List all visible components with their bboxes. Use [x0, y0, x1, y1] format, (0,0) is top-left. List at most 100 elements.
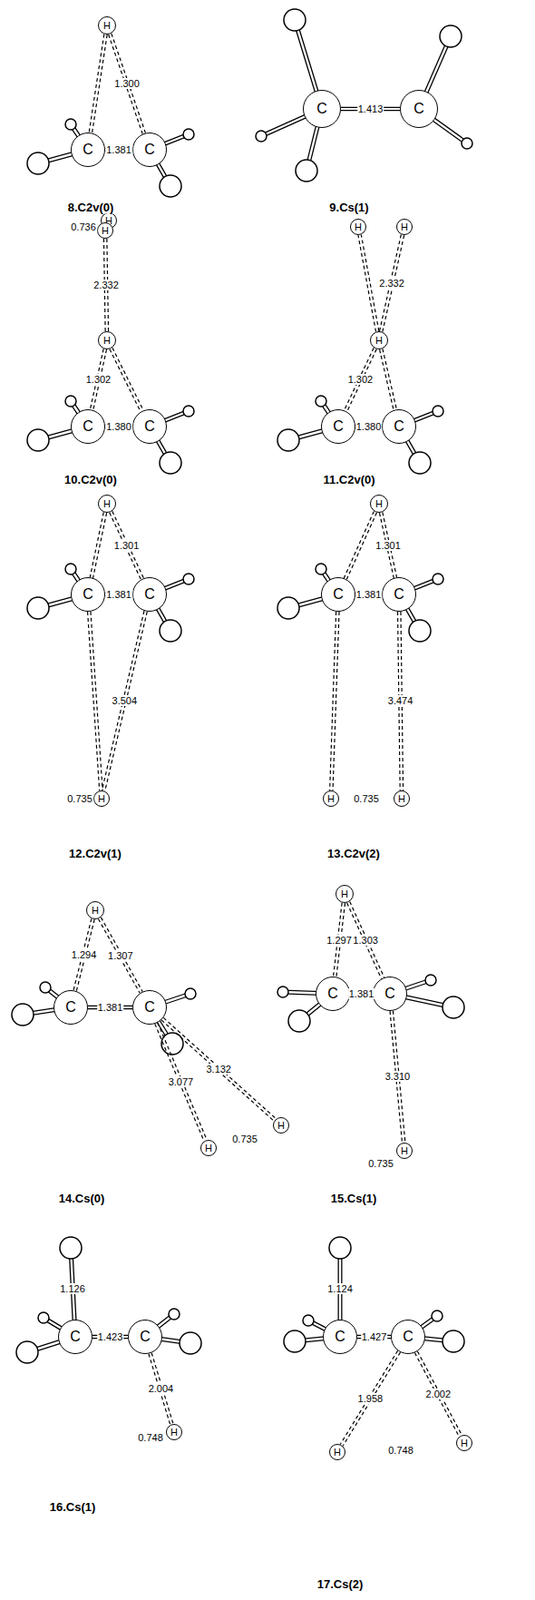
distance-label: 0.735: [352, 792, 380, 804]
bond-length: 1.958: [357, 1391, 385, 1403]
atom-symbol: H: [277, 1119, 285, 1130]
bond-line: [344, 347, 378, 411]
distance-label: 1.124: [326, 1282, 354, 1294]
bond-line: [358, 234, 380, 332]
atom-circle: H: [396, 1141, 413, 1158]
atom-symbol: C: [393, 586, 405, 602]
atom-symbol: H: [375, 335, 383, 346]
distance-label: 0.748: [387, 1443, 415, 1455]
atom-symbol: H: [340, 888, 349, 899]
structure-caption: 13.C2v(2): [326, 846, 381, 860]
bond-length: 2.002: [425, 1387, 453, 1399]
bond-length: 1.302: [85, 373, 113, 385]
bond-length: 1.300: [113, 77, 141, 89]
atom-symbol: C: [144, 142, 156, 157]
atom-symbol: H: [375, 498, 383, 509]
distance-label: 0.735: [231, 1132, 259, 1144]
atom-circle: H: [86, 900, 105, 919]
atom-symbol: C: [82, 418, 94, 434]
bond-line: [89, 511, 107, 577]
bond-line: [330, 611, 340, 790]
atom-circle: H: [200, 1138, 217, 1156]
atom-circle: C: [132, 989, 167, 1024]
atom-symbol: C: [327, 985, 339, 1001]
atom-symbol: H: [103, 20, 111, 31]
distance-label: 0.748: [136, 1430, 165, 1442]
distance-label: 0.736: [69, 221, 98, 233]
atom-symbol: H: [398, 793, 406, 804]
bond-line: [347, 900, 385, 978]
bond-line: [414, 1350, 462, 1436]
atom-circle: C: [399, 89, 438, 128]
bond-length: 1.380: [105, 420, 133, 432]
atom-circle: H: [97, 494, 117, 513]
atom-circle: C: [132, 132, 167, 167]
atom-symbol: C: [402, 1328, 414, 1343]
atom-circle: C: [127, 1318, 163, 1353]
atom-circle: H: [97, 16, 117, 35]
distance-label: 0.735: [367, 1157, 395, 1168]
atom-symbol: C: [332, 418, 344, 434]
atom-symbol: C: [334, 1328, 346, 1343]
atom-circle: C: [372, 975, 408, 1011]
atom-symbol: C: [139, 1328, 151, 1343]
structure-caption: 10.C2v(0): [63, 472, 118, 487]
bond-line: [343, 510, 377, 579]
bond-length: 2.332: [378, 277, 406, 289]
bond-length: 1.381: [348, 987, 376, 999]
structure-caption: 17.Cs(2): [316, 1575, 365, 1590]
bond-length: 1.294: [70, 948, 98, 960]
atom-circle: H: [97, 222, 114, 239]
atom-circle: H: [165, 1422, 183, 1440]
atom-circle: C: [302, 89, 341, 128]
bond-line: [109, 510, 145, 579]
atom-symbol: C: [82, 142, 94, 157]
bond-length: 2.004: [147, 1381, 176, 1393]
structure-caption: 12.C2v(1): [68, 846, 123, 860]
atom-symbol: H: [97, 793, 106, 804]
bond-line: [88, 34, 107, 134]
bond-line: [109, 347, 144, 412]
bond-line: [87, 611, 104, 790]
atom-symbol: C: [144, 418, 156, 434]
bond-length: 1.381: [105, 144, 133, 156]
atom-symbol: H: [400, 222, 409, 233]
atom-symbol: H: [333, 1446, 341, 1457]
atom-circle: H: [93, 789, 110, 807]
atom-symbol: C: [316, 101, 328, 117]
atom-circle: C: [321, 576, 356, 612]
atom-symbol: C: [82, 586, 94, 602]
bond-line: [340, 1349, 400, 1445]
atom-symbol: C: [69, 1328, 81, 1343]
bond-length: 1.301: [113, 539, 141, 551]
atom-circle: H: [369, 330, 389, 350]
atom-circle: C: [390, 1318, 426, 1353]
atom-symbol: C: [144, 586, 156, 602]
atom-circle: C: [132, 576, 167, 612]
bond-length: 1.307: [107, 949, 135, 961]
atom-circle: H: [369, 494, 389, 513]
bond-length: 1.302: [347, 373, 375, 385]
atom-symbol: C: [144, 999, 156, 1014]
bond-length: 1.427: [360, 1330, 389, 1342]
atom-symbol: C: [393, 418, 405, 434]
atom-circle: H: [272, 1116, 290, 1133]
atom-circle: H: [393, 789, 410, 807]
atom-symbol: C: [65, 999, 77, 1014]
atom-circle: H: [350, 218, 367, 235]
structure-caption: 16.Cs(1): [48, 1498, 98, 1513]
atom-circle: H: [322, 789, 340, 807]
bond-length: 3.504: [111, 694, 139, 706]
bond-length: 2.332: [92, 279, 120, 291]
atom-circle: H: [329, 1442, 346, 1460]
atom-symbol: C: [384, 985, 396, 1001]
structure-caption: 9.Cs(1): [328, 200, 370, 214]
atom-symbol: H: [170, 1426, 178, 1437]
bond-line: [161, 1016, 276, 1120]
structure-caption: 15.Cs(1): [330, 1190, 379, 1205]
atom-circle: H: [97, 330, 117, 350]
bond-length: 1.303: [351, 933, 380, 945]
bond-line: [379, 348, 398, 410]
bond-length: 3.077: [167, 1075, 195, 1087]
